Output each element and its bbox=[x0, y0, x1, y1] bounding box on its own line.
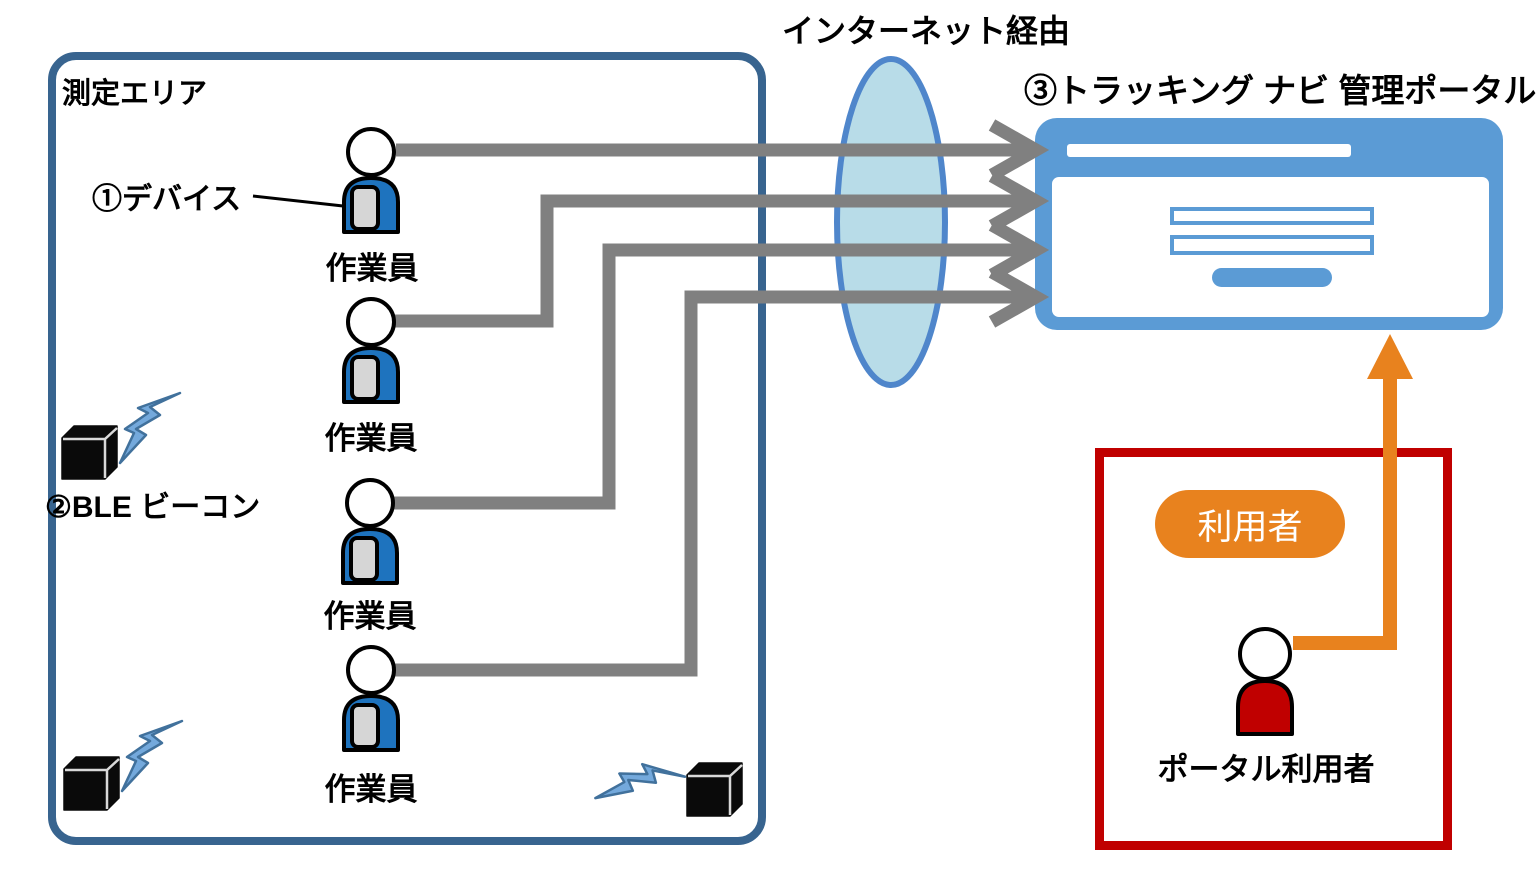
portal-input-field-2 bbox=[1170, 235, 1374, 255]
portal-user-label: ポータル利用者 bbox=[1157, 752, 1375, 787]
measurement-area-label: 測定エリア bbox=[62, 78, 208, 110]
portal-titlebar-stripe bbox=[1067, 144, 1351, 157]
arrowhead-4 bbox=[988, 266, 1050, 328]
worker-label-1: 作業員 bbox=[325, 251, 419, 286]
portal-window bbox=[1035, 118, 1503, 330]
arrowhead-1 bbox=[988, 119, 1050, 181]
worker-label-2: 作業員 bbox=[324, 421, 418, 456]
portal-input-field-1 bbox=[1170, 207, 1374, 225]
worker-label-4: 作業員 bbox=[324, 772, 418, 807]
portal-title: ③トラッキング ナビ 管理ポータル bbox=[1024, 72, 1537, 109]
arrowhead-3 bbox=[988, 219, 1050, 281]
user-badge: 利用者 bbox=[1155, 490, 1345, 558]
arrowhead-2 bbox=[988, 170, 1050, 232]
user-zone-box bbox=[1095, 448, 1452, 850]
internet-ellipse bbox=[834, 56, 948, 388]
internet-label: インターネット経由 bbox=[782, 13, 1071, 49]
portal-login-button bbox=[1212, 268, 1332, 287]
device-label: ①デバイス bbox=[92, 183, 242, 216]
ble-beacon-label: ②BLE ビーコン bbox=[45, 491, 261, 524]
portal-content-area bbox=[1052, 177, 1489, 317]
worker-label-3: 作業員 bbox=[323, 599, 417, 634]
